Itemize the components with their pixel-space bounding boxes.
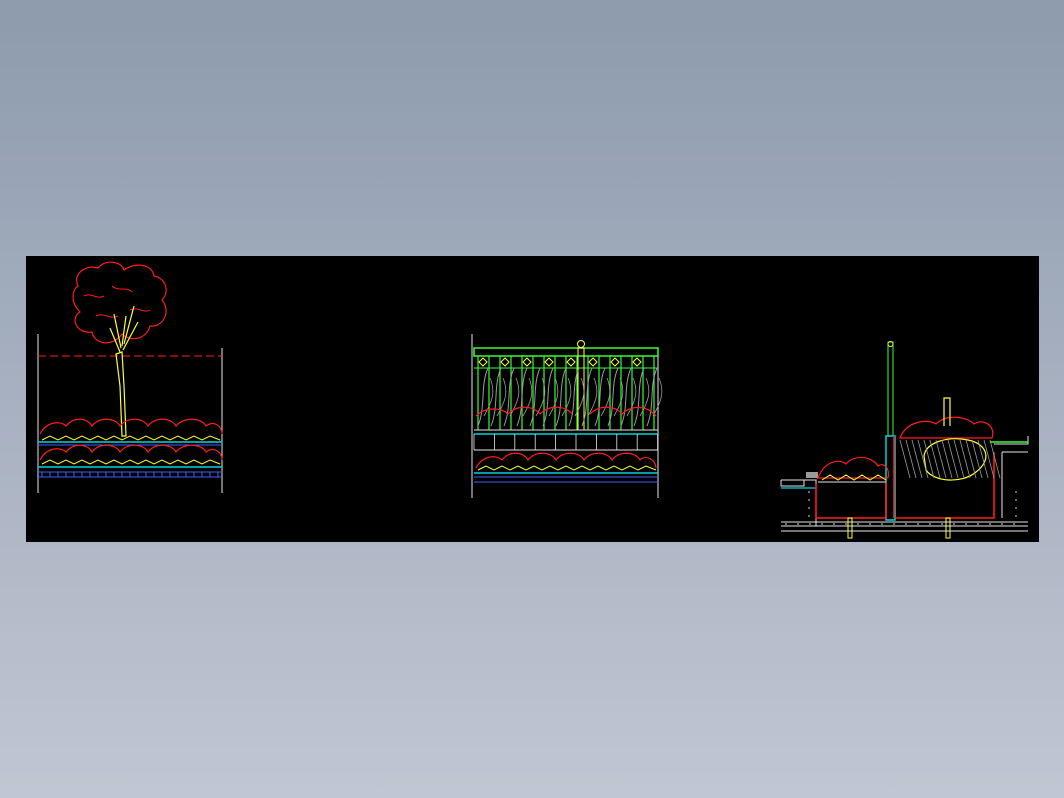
paving-joints <box>41 472 219 477</box>
tree-canopy-detail <box>83 285 151 318</box>
railing-planter-elevation <box>471 334 663 498</box>
climbing-plant-foliage <box>477 367 663 427</box>
section-trunk <box>943 397 951 426</box>
planter-section <box>780 341 1029 539</box>
section-soil-hatch <box>899 439 1001 479</box>
section-liner-right <box>896 452 995 519</box>
wall-panels <box>473 434 658 450</box>
shrub-row-upper <box>39 418 223 441</box>
tree-canopy <box>72 261 167 344</box>
section-shrub-right <box>899 416 994 439</box>
railing-top-rail <box>473 347 659 357</box>
tree-trunk <box>115 351 127 437</box>
shrub-row-bottom <box>475 452 657 471</box>
section-step <box>780 479 817 526</box>
section-retaining-wall <box>1001 451 1028 518</box>
shrub-row-top <box>475 406 657 417</box>
tree-planter-elevation <box>37 261 223 493</box>
section-drain-right <box>945 517 951 539</box>
drawing-area[interactable] <box>26 256 1039 542</box>
section-root-ball <box>923 438 987 481</box>
tree-icon <box>72 261 167 437</box>
cad-drawing <box>37 261 1029 539</box>
tree-branches <box>109 305 139 353</box>
shrub-row-lower <box>39 444 223 465</box>
railing-finial <box>577 340 585 348</box>
section-railing-post <box>887 341 894 437</box>
railing-balusters <box>477 356 655 430</box>
railing-icon <box>473 340 659 431</box>
section-coping <box>806 472 818 478</box>
section-icon <box>780 341 1029 539</box>
section-gravel-dots <box>785 491 1017 525</box>
section-drain-left <box>847 517 853 539</box>
railing-center-post <box>577 347 585 431</box>
section-shrub-left <box>817 456 889 479</box>
section-liner-left <box>815 482 887 519</box>
